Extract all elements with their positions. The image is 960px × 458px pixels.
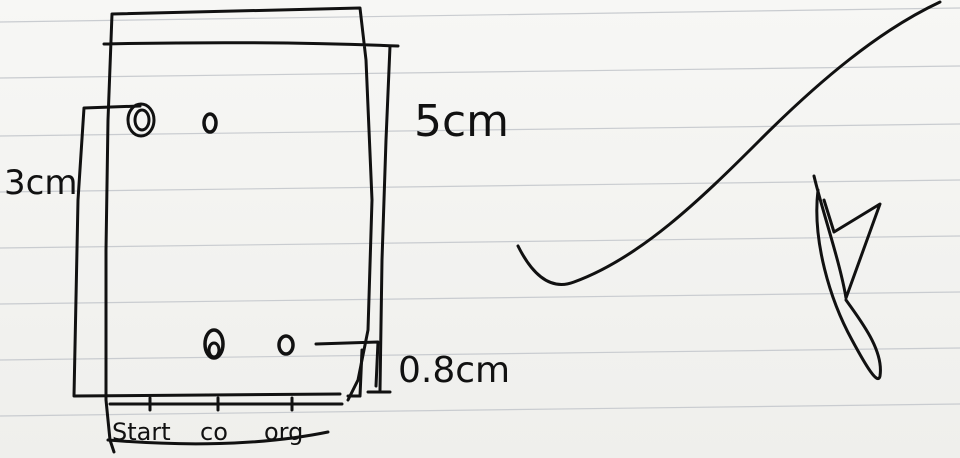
spot-co-top (202, 112, 218, 134)
ruled-lines (0, 7, 960, 417)
dimension-line-5cm (366, 44, 392, 394)
sketched-curve (516, 0, 942, 286)
origin-distance-label: 0.8cm (398, 350, 510, 391)
height-label: 5cm (414, 96, 509, 147)
dimension-bracket-3cm (72, 104, 342, 398)
baseline (106, 396, 344, 446)
spot-start-top (126, 102, 156, 138)
spot-co-bottom (203, 328, 225, 360)
dimension-bracket-0-8cm (314, 340, 380, 398)
lane-label-co: co (200, 418, 228, 446)
front-label: 3cm (4, 163, 77, 203)
tlc-plate-outline (102, 6, 400, 454)
spot-org-bottom (277, 334, 295, 356)
lane-label-org: org (264, 418, 303, 446)
scribble-drawing (812, 174, 882, 380)
lane-label-start: Start (112, 418, 171, 446)
